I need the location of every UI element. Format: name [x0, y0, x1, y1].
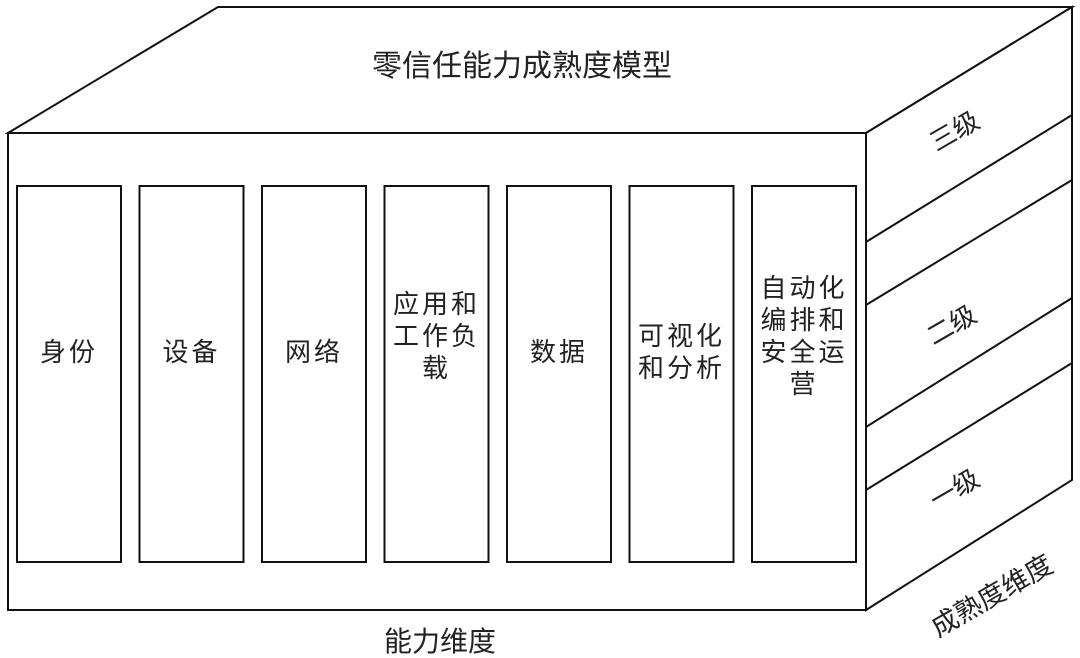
- capability-pillar: [751, 185, 857, 563]
- capability-label-line: 身份: [40, 338, 98, 368]
- capability-pillar: [383, 185, 490, 563]
- capability-label-line: 载: [422, 354, 451, 384]
- maturity-level-divider: [865, 297, 1073, 428]
- capability-label-line: 可视化: [638, 322, 725, 352]
- capability-pillar: [16, 185, 122, 563]
- capability-label-line: 设备: [162, 338, 220, 368]
- maturity-level-divider: [865, 179, 1073, 306]
- maturity-level-divider: [865, 114, 1073, 243]
- capability-pillar: [138, 185, 245, 563]
- model-title: 零信任能力成熟度模型: [372, 49, 672, 84]
- capability-pillar: [628, 185, 735, 563]
- capability-axis-label: 能力维度: [384, 625, 496, 658]
- capability-pillar: [261, 185, 367, 563]
- capability-label-line: 网络: [285, 338, 343, 368]
- capability-label-line: 数据: [530, 338, 588, 368]
- maturity-axis-label: 成熟度维度: [926, 549, 1058, 643]
- capability-label-line: 营: [789, 370, 818, 400]
- capability-label-line: 安全运: [760, 338, 847, 368]
- maturity-level-divider: [865, 362, 1073, 491]
- capability-label-line: 和分析: [638, 354, 725, 384]
- capability-label-line: 应用和: [393, 290, 480, 320]
- capability-pillar: [506, 185, 612, 563]
- capability-label-line: 工作负: [393, 322, 480, 352]
- capability-label-line: 自动化: [760, 274, 847, 304]
- capability-label-line: 编排和: [760, 306, 847, 336]
